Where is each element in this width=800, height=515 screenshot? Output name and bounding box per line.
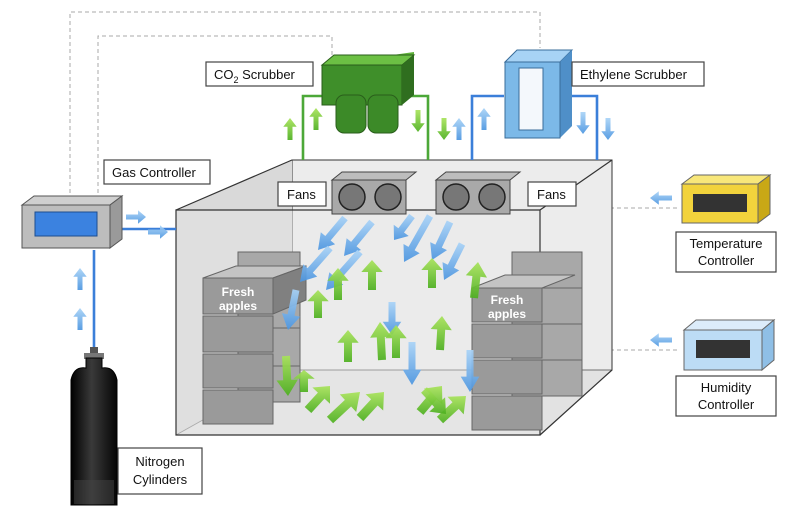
label-fresh-apples-left: Fresh apples [219,285,257,313]
arrow-icon [370,322,392,361]
arrow-icon [73,308,87,330]
arrow-icon [283,118,297,140]
arrow-icon [430,316,452,351]
arrow-icon [421,258,443,288]
arrow-icon [436,396,466,424]
arrow-icon [403,214,433,262]
arrow-icon [385,325,407,358]
apple-crates-right [471,251,583,431]
apple-crates-left [202,251,307,425]
label-co2-scrubber: CO2 Scrubber [205,61,314,87]
arrow-icon [477,108,491,130]
fan-icon [442,183,470,211]
svg-text:Ethylene Scrubber: Ethylene Scrubber [580,67,688,82]
svg-text:CO2 Scrubber: CO2 Scrubber [214,67,296,85]
arrow-icon [327,268,349,300]
fan-icon [478,183,506,211]
arrow-icon [304,386,330,413]
arrow-icon [337,330,359,362]
arrow-icon [300,245,333,282]
ethylene-scrubber [503,49,574,139]
svg-text:apples: apples [219,299,257,313]
air-flow-arrows [73,108,672,424]
label-fans-left: Fans [277,181,327,207]
arrow-icon [361,260,383,290]
arrow-icon [465,262,487,299]
arrow-icon [411,110,425,132]
fan-icon [338,183,366,211]
arrow-icon [281,289,301,330]
gas-controller [20,195,124,249]
svg-text:Controller: Controller [698,253,755,268]
arrow-icon [126,210,146,224]
arrow-icon [307,290,329,318]
svg-text:Fans: Fans [537,187,566,202]
arrow-icon [460,350,480,392]
arrow-icon [442,242,466,280]
fan-unit-left [330,171,418,215]
signal-lines [69,11,680,351]
arrow-icon [402,342,422,385]
label-fresh-apples-right: Fresh apples [488,293,526,321]
fan-unit-right [434,171,522,215]
temperature-controller [680,174,772,224]
label-ethylene-scrubber: Ethylene Scrubber [571,61,705,87]
arrow-icon [430,220,454,260]
arrow-icon [356,392,384,422]
fan-icon [374,183,402,211]
arrow-icon [148,225,168,239]
label-temperature-controller: Temperature Controller [675,231,777,273]
arrow-icon [437,118,451,140]
nitrogen-cylinder [70,347,118,506]
svg-text:Fresh: Fresh [222,285,255,299]
label-gas-controller: Gas Controller [103,159,211,185]
label-humidity-controller: Humidity Controller [675,375,777,417]
arrow-icon [576,112,590,134]
arrow-icon [650,191,672,205]
svg-text:Gas Controller: Gas Controller [112,165,196,180]
svg-text:Fans: Fans [287,187,316,202]
svg-text:Humidity: Humidity [701,380,752,395]
arrow-icon [344,219,375,256]
label-nitrogen-cylinders: Nitrogen Cylinders [117,447,203,495]
arrow-icon [421,387,446,414]
arrow-icon [309,108,323,130]
svg-text:Controller: Controller [698,397,755,412]
arrow-icon [452,118,466,140]
svg-text:Fresh: Fresh [491,293,524,307]
svg-text:Nitrogen: Nitrogen [135,454,184,469]
arrow-icon [326,392,360,424]
arrow-icon [601,118,615,140]
arrow-icon [318,215,348,250]
arrow-icon [293,370,315,392]
arrow-icon [650,333,672,347]
arrow-icon [393,213,415,240]
label-fans-right: Fans [527,181,577,207]
svg-text:Cylinders: Cylinders [133,472,188,487]
co2-scrubber [320,52,416,134]
arrow-icon [73,268,87,290]
arrow-icon [276,355,298,396]
svg-text:apples: apples [488,307,526,321]
svg-text:Temperature: Temperature [690,236,763,251]
humidity-controller [682,318,776,372]
